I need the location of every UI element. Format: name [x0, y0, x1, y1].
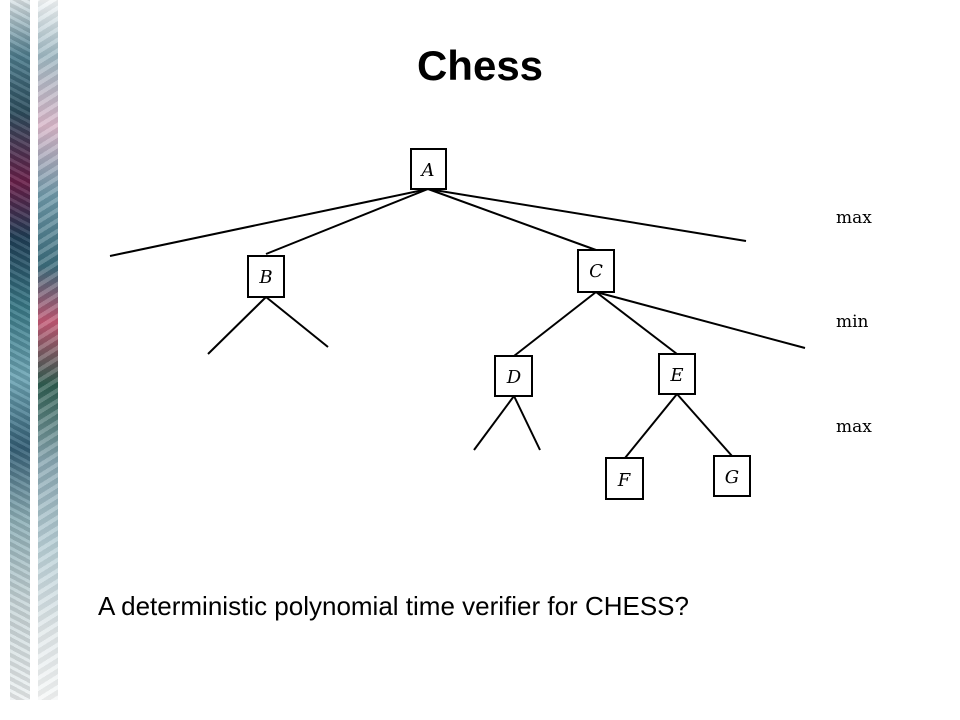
edge-e-f	[624, 393, 678, 459]
edge-a-left	[109, 188, 429, 257]
tree-node-d: D	[494, 355, 533, 397]
tree-node-g: G	[713, 455, 751, 497]
slide-caption: A deterministic polynomial time verifier…	[98, 591, 689, 621]
tree-node-c: C	[577, 249, 615, 293]
decorative-strip-right	[38, 0, 58, 700]
edge-d-left	[473, 395, 515, 451]
tree-node-a: A	[410, 148, 447, 190]
edge-b-left	[207, 296, 267, 355]
node-label-d: D	[506, 367, 522, 388]
decorative-strip-left	[10, 0, 30, 700]
level-label-max-top: max	[836, 208, 872, 228]
tree-node-e: E	[658, 353, 696, 395]
tree-node-b: B	[247, 255, 285, 298]
node-label-f: F	[617, 470, 632, 491]
node-label-e: E	[669, 365, 683, 386]
tree-node-f: F	[605, 457, 644, 500]
node-label-g: G	[725, 467, 739, 488]
edge-c-d	[513, 291, 597, 357]
edge-e-g	[676, 393, 733, 457]
edge-d-right	[513, 395, 541, 451]
edge-a-b	[265, 188, 429, 255]
level-label-max-bottom: max	[836, 417, 872, 437]
edge-b-right	[265, 296, 329, 348]
edge-a-right	[427, 188, 747, 242]
node-label-a: A	[420, 160, 435, 181]
level-label-min: min	[836, 312, 869, 332]
node-label-b: B	[258, 267, 272, 288]
page-title: Chess	[416, 42, 544, 89]
node-label-c: C	[589, 261, 603, 282]
edge-a-c	[427, 188, 597, 251]
edge-c-right	[595, 291, 806, 349]
edge-c-e	[595, 291, 678, 355]
